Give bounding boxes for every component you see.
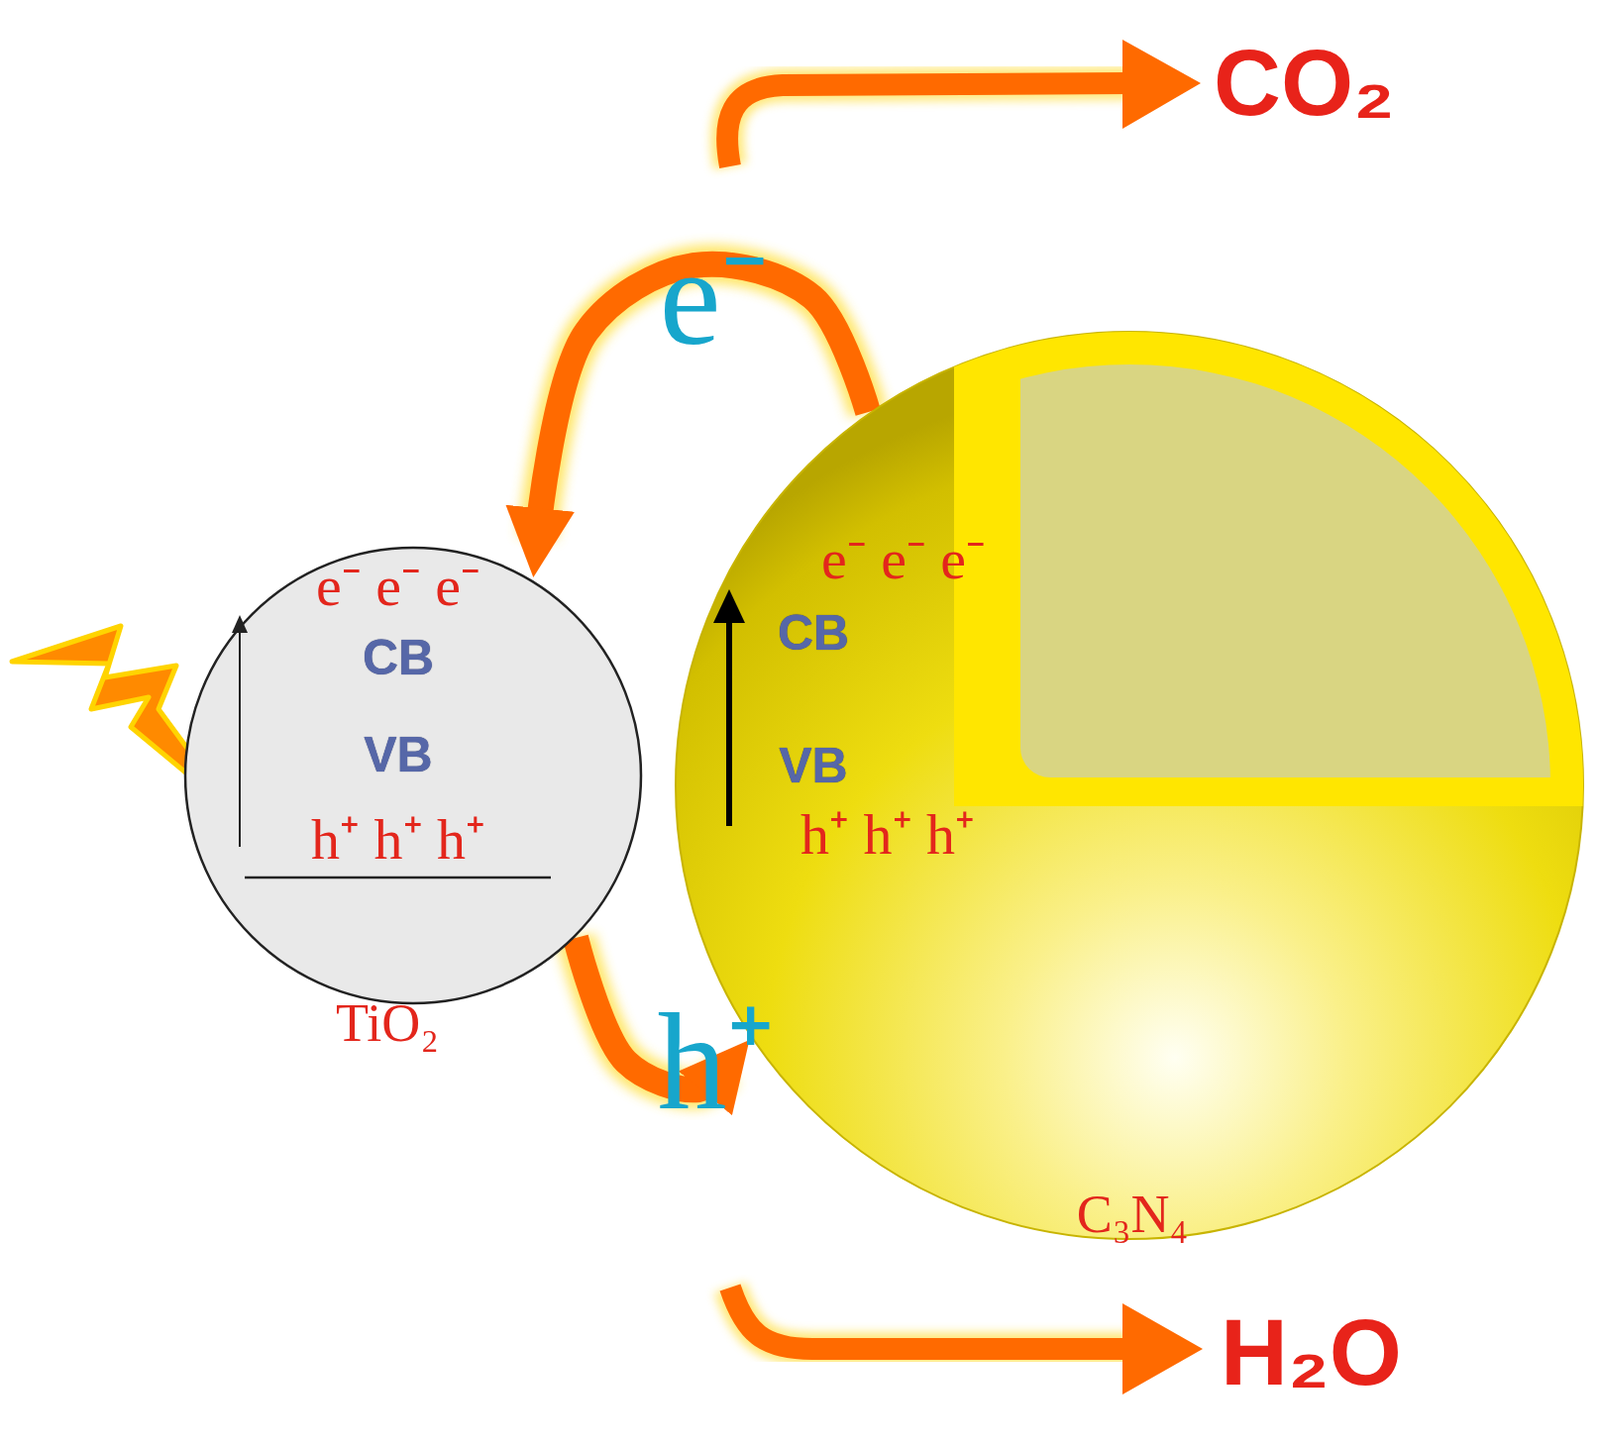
product-arrow xyxy=(727,83,1130,167)
electron-row: e⁻ e⁻ e⁻ xyxy=(316,557,481,616)
band-label: VB xyxy=(363,730,432,780)
sphere-core xyxy=(1020,329,1600,778)
arrow-head xyxy=(1122,1303,1203,1395)
carrier-label: e⁻ xyxy=(652,227,773,367)
material-name: TiO₂ xyxy=(335,996,439,1051)
electron-row: e⁻ e⁻ e⁻ xyxy=(821,531,986,589)
round-particle: e⁻ e⁻ e⁻CBVBh⁺ h⁺ h⁺TiO₂ xyxy=(183,545,643,1006)
excitation-arrow xyxy=(726,617,733,827)
product-co2: CO₂ xyxy=(1213,36,1395,130)
product-h2o: H₂O xyxy=(1220,1306,1402,1400)
arrow-head xyxy=(231,615,248,634)
material-name: C₃N₄ xyxy=(1076,1187,1189,1242)
carrier-label: h⁺ xyxy=(651,992,780,1132)
arrow-head xyxy=(1122,39,1201,129)
hole-row: h⁺ h⁺ h⁺ xyxy=(800,806,975,864)
band-label: VB xyxy=(778,741,848,791)
arrow-glow xyxy=(727,83,1130,167)
particle-outline xyxy=(185,547,641,1004)
band-label: CB xyxy=(777,608,850,658)
product-arrow xyxy=(730,1287,1130,1350)
arrow-glow xyxy=(730,1287,1130,1350)
arrow-head xyxy=(713,589,746,624)
level-line xyxy=(244,876,551,880)
sphere-particle: e⁻ e⁻ e⁻ CB VB h⁺ h⁺ h⁺ C₃N₄ xyxy=(673,329,1586,1242)
hole-row: h⁺ h⁺ h⁺ xyxy=(311,811,486,869)
band-label: CB xyxy=(362,633,434,683)
excitation-arrow xyxy=(238,629,241,848)
